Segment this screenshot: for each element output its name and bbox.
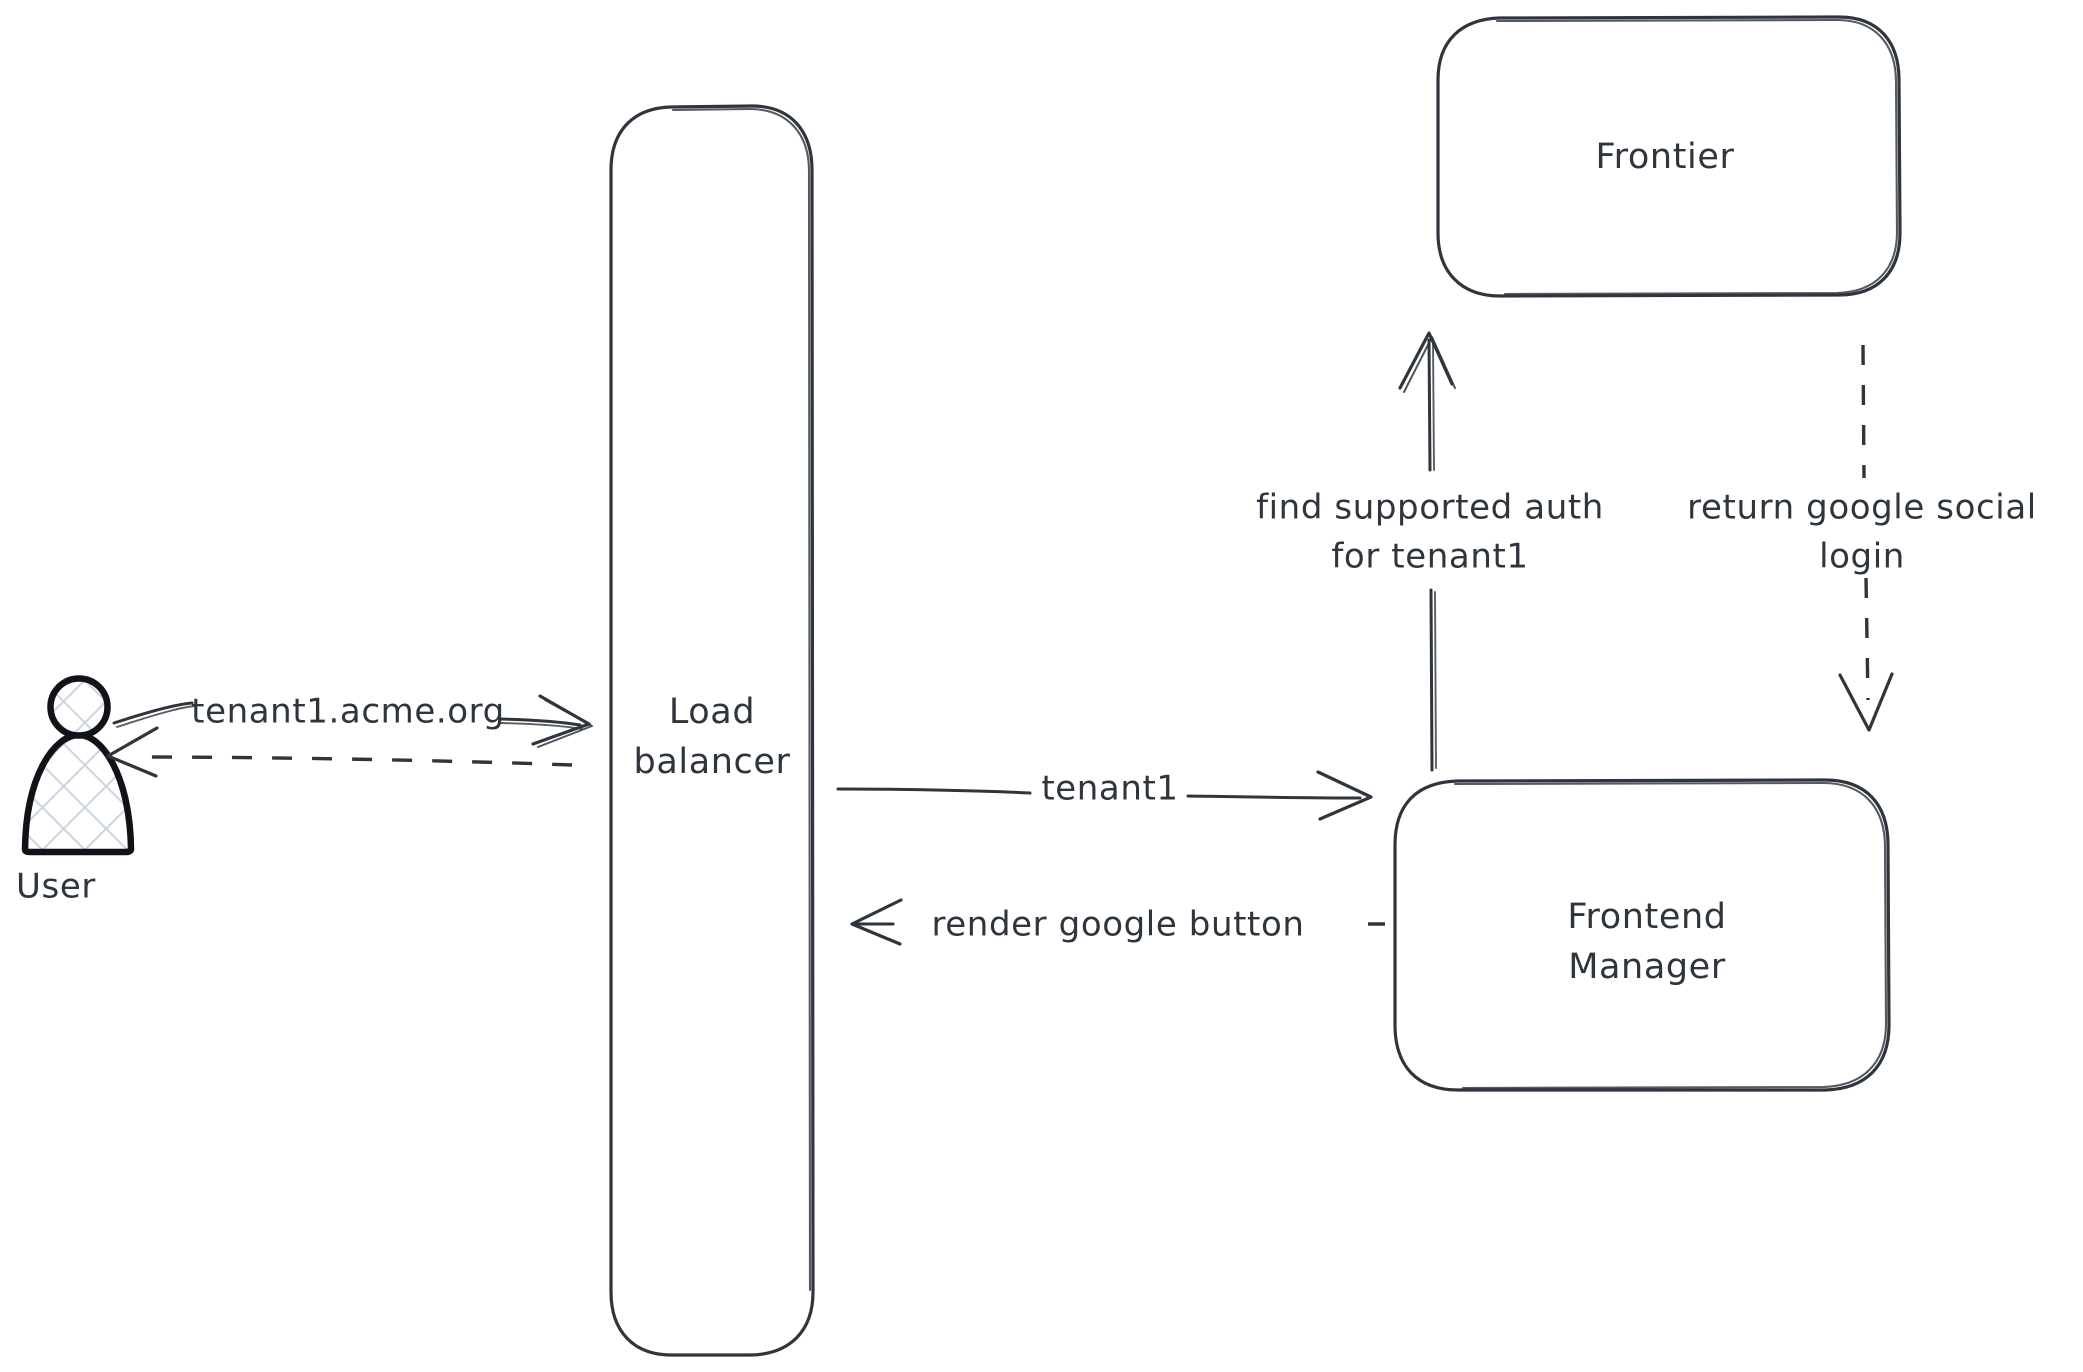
edge-lb-to-fm-line-a xyxy=(836,787,1032,795)
frontier-outline xyxy=(1436,15,1902,298)
load-balancer-outline xyxy=(609,104,815,1357)
node-user[interactable]: User xyxy=(16,675,135,907)
edge-frontier-to-fm-line-lower xyxy=(1864,577,1870,701)
node-load-balancer-label-line1: Load xyxy=(669,692,755,732)
edge-fm-to-frontier[interactable]: find supported auth for tenant1 xyxy=(1256,331,1604,772)
edge-fm-to-frontier-label-line1: find supported auth xyxy=(1256,488,1604,528)
node-load-balancer-label-line2: balancer xyxy=(634,742,791,782)
edge-lb-to-user[interactable] xyxy=(106,726,573,778)
edge-lb-to-user-arrowhead xyxy=(106,726,159,778)
node-load-balancer[interactable]: Load balancer xyxy=(609,104,815,1357)
user-body-fill xyxy=(25,736,131,851)
edge-fm-to-frontier-label-line2: for tenant1 xyxy=(1331,537,1528,577)
node-frontier[interactable]: Frontier xyxy=(1436,15,1902,298)
edge-fm-to-frontier-line-upper2 xyxy=(1432,341,1435,471)
frontend-manager-outline xyxy=(1393,778,1891,1092)
user-head-icon xyxy=(47,675,111,739)
edge-user-to-lb[interactable]: tenant1.acme.org xyxy=(112,692,593,748)
edge-fm-to-frontier-arrowhead xyxy=(1398,331,1454,390)
edge-lb-to-fm-label: tenant1 xyxy=(1041,769,1178,809)
edge-user-to-lb-line-b xyxy=(498,717,582,727)
edge-user-to-lb-label: tenant1.acme.org xyxy=(191,692,505,732)
edge-frontier-to-fm-arrowhead xyxy=(1838,672,1894,732)
edge-user-to-lb-line-a xyxy=(112,701,194,725)
edge-lb-to-fm[interactable]: tenant1 xyxy=(836,769,1373,821)
edge-frontier-to-fm-label-line2: login xyxy=(1819,537,1905,577)
node-user-label: User xyxy=(16,867,96,907)
edge-fm-to-frontier-line-lower2 xyxy=(1434,591,1437,769)
edge-frontier-to-fm-line-upper xyxy=(1861,344,1866,479)
node-frontend-manager[interactable]: Frontend Manager xyxy=(1393,778,1891,1092)
frontend-manager-outline-sketch xyxy=(1453,781,1888,1090)
user-body-outline xyxy=(21,731,135,856)
edge-lb-to-fm-line-b xyxy=(1186,794,1362,800)
edge-lb-to-fm-arrowhead xyxy=(1316,770,1373,821)
edge-user-to-lb-line-a2 xyxy=(116,705,196,728)
edge-fm-to-frontier-line-upper xyxy=(1427,338,1432,472)
edge-lb-to-user-line xyxy=(145,755,573,767)
frontier-outline-sketch xyxy=(1495,18,1899,296)
edge-fm-to-frontier-line-lower xyxy=(1429,588,1434,772)
load-balancer-outline-sketch xyxy=(671,107,812,1292)
user-head-fill xyxy=(51,679,107,735)
edge-fm-to-lb-arrowhead xyxy=(850,898,903,946)
edge-user-to-lb-arrowhead-2 xyxy=(537,699,593,748)
edge-fm-to-lb[interactable]: render google button xyxy=(850,898,1385,946)
node-frontend-manager-label-line1: Frontend xyxy=(1567,897,1726,937)
edge-frontier-to-fm-label-line1: return google social xyxy=(1687,488,2037,528)
node-frontend-manager-label-line2: Manager xyxy=(1568,947,1726,987)
edge-fm-to-frontier-arrowhead-2 xyxy=(1403,336,1456,393)
node-frontier-label: Frontier xyxy=(1596,137,1735,177)
edge-fm-to-lb-label: render google button xyxy=(931,905,1304,945)
edge-frontier-to-fm[interactable]: return google social login xyxy=(1687,344,2037,732)
